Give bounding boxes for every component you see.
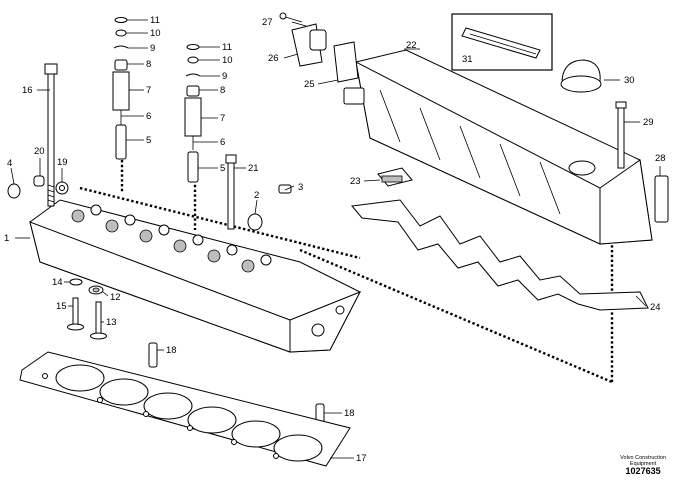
bolt-21 <box>225 154 237 230</box>
label-14: 14 <box>52 277 63 288</box>
part-labels: 11 10 9 8 7 6 5 11 10 9 8 7 6 5 16 21 4 … <box>4 15 666 464</box>
label-12: 12 <box>110 292 121 303</box>
label-9b: 9 <box>222 71 227 82</box>
valve-train-column-left <box>112 17 130 160</box>
valve-train-column-right <box>184 44 202 183</box>
label-7a: 7 <box>146 85 151 96</box>
label-23: 23 <box>350 176 361 187</box>
label-25: 25 <box>304 79 315 90</box>
label-27: 27 <box>262 17 273 28</box>
label-3: 3 <box>298 182 303 193</box>
label-8b: 8 <box>220 85 225 96</box>
cylinder-head-ports <box>71 204 345 337</box>
label-5a: 5 <box>146 135 151 146</box>
label-20: 20 <box>34 146 45 157</box>
label-5b: 5 <box>220 163 225 174</box>
label-15: 15 <box>56 301 67 312</box>
company-line-2: Equipment <box>629 461 657 468</box>
label-10b: 10 <box>222 55 233 66</box>
label-31: 31 <box>462 54 473 65</box>
breather-assembly <box>279 12 365 105</box>
valves-lower <box>67 278 107 340</box>
label-6b: 6 <box>220 137 225 148</box>
part-23 <box>377 167 413 187</box>
valve-cover-gasket <box>351 199 649 311</box>
label-18a: 18 <box>166 345 177 356</box>
part-28 <box>654 175 669 223</box>
cylinder-head <box>29 199 362 353</box>
drawing-caption: Volvo Construction Equipment 1027635 <box>620 455 666 477</box>
label-11b: 11 <box>222 42 232 53</box>
leader-lines <box>10 19 661 459</box>
label-17: 17 <box>356 453 367 464</box>
label-11a: 11 <box>150 15 160 26</box>
label-1: 1 <box>4 233 9 244</box>
company-line-1: Volvo Construction <box>620 455 666 462</box>
label-18b: 18 <box>344 408 355 419</box>
small-parts-top <box>7 175 292 231</box>
inset-detail-box <box>451 13 553 71</box>
assembly-dash-lines <box>79 160 614 384</box>
oil-filler-cap <box>560 59 602 93</box>
label-16: 16 <box>22 85 33 96</box>
label-2: 2 <box>254 190 259 201</box>
label-26: 26 <box>268 53 279 64</box>
label-13: 13 <box>106 317 117 328</box>
label-4: 4 <box>7 158 12 169</box>
label-19: 19 <box>57 157 68 168</box>
label-10a: 10 <box>150 28 161 39</box>
label-29: 29 <box>643 117 654 128</box>
label-8a: 8 <box>146 59 151 70</box>
label-22: 22 <box>406 40 417 51</box>
valve-cover <box>355 49 653 245</box>
bolt-16 <box>44 63 58 207</box>
label-6a: 6 <box>146 111 151 122</box>
label-9a: 9 <box>150 43 155 54</box>
label-30: 30 <box>624 75 635 86</box>
label-24: 24 <box>650 302 661 313</box>
head-gasket <box>19 351 351 467</box>
bolt-29 <box>615 101 627 169</box>
drawing-number: 1027635 <box>625 466 661 477</box>
label-28: 28 <box>655 153 666 164</box>
label-7b: 7 <box>220 113 225 124</box>
label-21: 21 <box>248 163 259 174</box>
